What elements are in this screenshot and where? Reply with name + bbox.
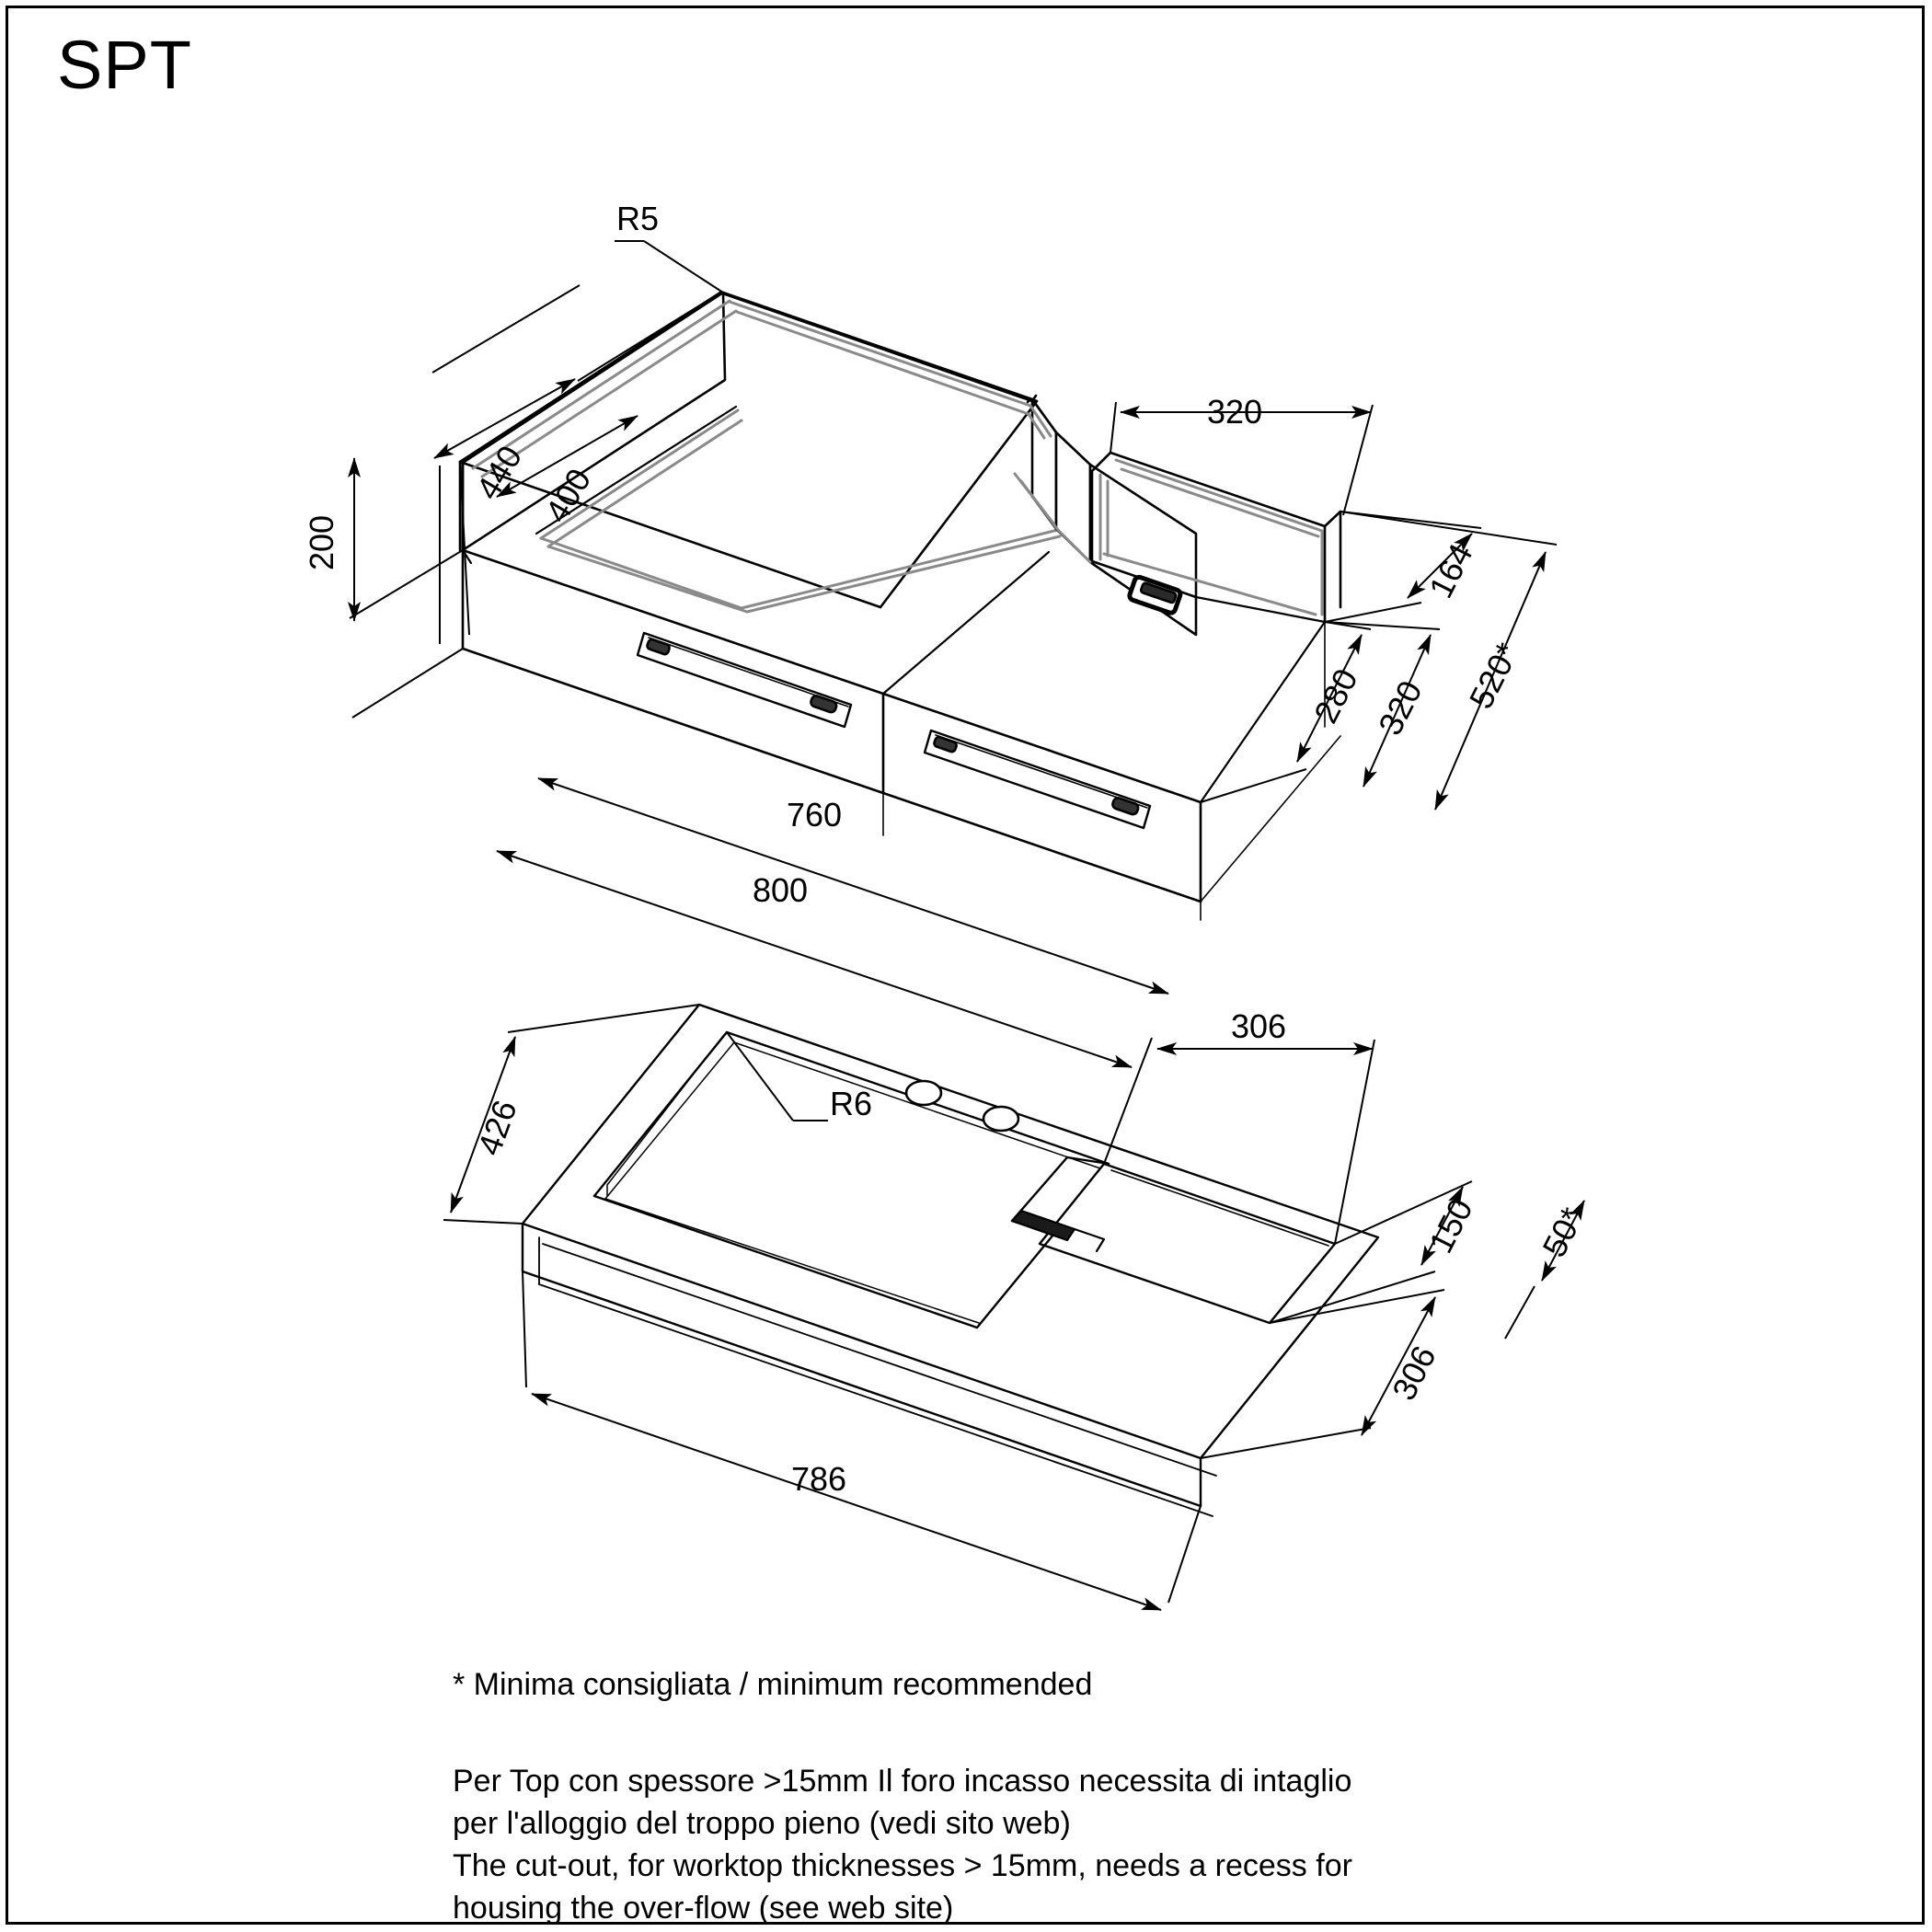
dim-426-line bbox=[450, 1036, 516, 1213]
leader-r5 bbox=[615, 240, 724, 293]
note-it-line2: per l'alloggio del troppo pieno (vedi si… bbox=[453, 1806, 1071, 1841]
dim-320-right-label: 320 bbox=[1371, 674, 1430, 741]
dim-320-right-ext-top bbox=[1324, 621, 1441, 630]
dim-306-top-ext-l bbox=[1103, 1037, 1153, 1165]
dim-800-label: 800 bbox=[753, 871, 808, 909]
cutout-inner-offset bbox=[604, 1041, 1101, 1324]
dim-520-line bbox=[1434, 551, 1547, 811]
tap-hole-2 bbox=[982, 1105, 1020, 1133]
dim-786-ext-r bbox=[1167, 1505, 1202, 1604]
drainer-bowl bbox=[1090, 451, 1342, 624]
ext-line-top bbox=[577, 292, 721, 382]
dim-280-line bbox=[1296, 634, 1363, 763]
dim-426-ext-bot bbox=[443, 1219, 523, 1225]
dim-320-right-line bbox=[1363, 634, 1432, 788]
overflow-panel bbox=[1054, 431, 1198, 637]
overflow-recess bbox=[1010, 1209, 1106, 1253]
dim-800-line bbox=[496, 850, 1133, 1068]
dim-306-top-ext-r bbox=[1334, 1039, 1375, 1245]
dim-320-top-label: 320 bbox=[1207, 393, 1262, 431]
ext-line-left bbox=[459, 461, 470, 636]
dimension-lines-bottom-view bbox=[443, 1004, 1585, 1611]
dim-440-ext2 bbox=[431, 284, 581, 374]
leader-r6-label: R6 bbox=[830, 1085, 872, 1122]
dim-320-top-ext-l bbox=[1110, 401, 1117, 454]
dim-306-right-line bbox=[1361, 1296, 1436, 1436]
dim-306-right-ext-bot bbox=[1200, 1427, 1372, 1459]
drainer-cutout bbox=[1038, 1162, 1337, 1325]
notes-block: Per Top con spessore >15mm Il foro incas… bbox=[453, 1760, 1352, 1929]
dim-306-top-label: 306 bbox=[1231, 1007, 1286, 1045]
dim-760-line bbox=[537, 777, 1169, 995]
dimension-lines-top-view bbox=[348, 240, 1558, 1068]
ext-line-bot bbox=[351, 648, 464, 719]
leader-r5-line bbox=[643, 240, 724, 293]
dim-50-line bbox=[1541, 1200, 1585, 1282]
dim-164-label: 164 bbox=[1421, 537, 1480, 604]
dim-426-label: 426 bbox=[470, 1095, 524, 1159]
mounting-bracket-right bbox=[923, 729, 1152, 830]
dim-150-ext-bot bbox=[1269, 1271, 1436, 1324]
mounting-bracket-left bbox=[636, 631, 853, 729]
sink-right-end bbox=[1199, 620, 1341, 903]
note-en-line2: housing the over-flow (see web site) bbox=[453, 1891, 954, 1926]
sink-top-rim bbox=[458, 291, 1039, 609]
dim-150-ext-top bbox=[1334, 1180, 1473, 1245]
dim-400-line bbox=[496, 415, 638, 498]
dim-760-label: 760 bbox=[787, 796, 842, 834]
dim-426-ext-top bbox=[507, 1004, 700, 1033]
ext-line-mid bbox=[349, 549, 464, 619]
dim-280-label: 280 bbox=[1306, 662, 1365, 729]
dim-200-label: 200 bbox=[303, 515, 340, 570]
dim-306-right-label: 306 bbox=[1385, 1340, 1443, 1406]
note-it-line1: Per Top con spessore >15mm Il foro incas… bbox=[453, 1764, 1352, 1799]
leader-r5-label: R5 bbox=[616, 200, 659, 237]
page-title: SPT bbox=[57, 27, 192, 103]
dim-786-label: 786 bbox=[791, 1460, 846, 1498]
dim-520-ext-top bbox=[1340, 511, 1558, 546]
dim-280-ext-bot bbox=[1200, 768, 1307, 803]
dim-520-label: 520* bbox=[1462, 637, 1526, 715]
leader-r6-line bbox=[726, 1031, 794, 1121]
leader-r6 bbox=[726, 1031, 828, 1121]
sink-chamfer-faces bbox=[1013, 397, 1092, 564]
dim-150-line bbox=[1420, 1186, 1464, 1266]
cutout-aperture bbox=[592, 1030, 1110, 1329]
worktop-cutout-view bbox=[521, 1003, 1380, 1517]
dim-786-line bbox=[531, 1393, 1162, 1611]
dim-164-ext-bot bbox=[1324, 602, 1422, 623]
note-en-line1: The cut-out, for worktop thicknesses > 1… bbox=[453, 1848, 1352, 1883]
dim-50-label: 50* bbox=[1535, 1202, 1591, 1263]
footnote-minimum-recommended: * Minima consigliata / minimum recommend… bbox=[453, 1667, 1093, 1702]
dim-320-top-ext-r bbox=[1342, 404, 1374, 516]
dim-306-right-ext-top bbox=[1269, 1289, 1445, 1324]
dim-786-ext-l bbox=[522, 1271, 527, 1388]
dim-50-ext bbox=[1504, 1285, 1535, 1340]
tap-hole-1 bbox=[904, 1079, 943, 1107]
